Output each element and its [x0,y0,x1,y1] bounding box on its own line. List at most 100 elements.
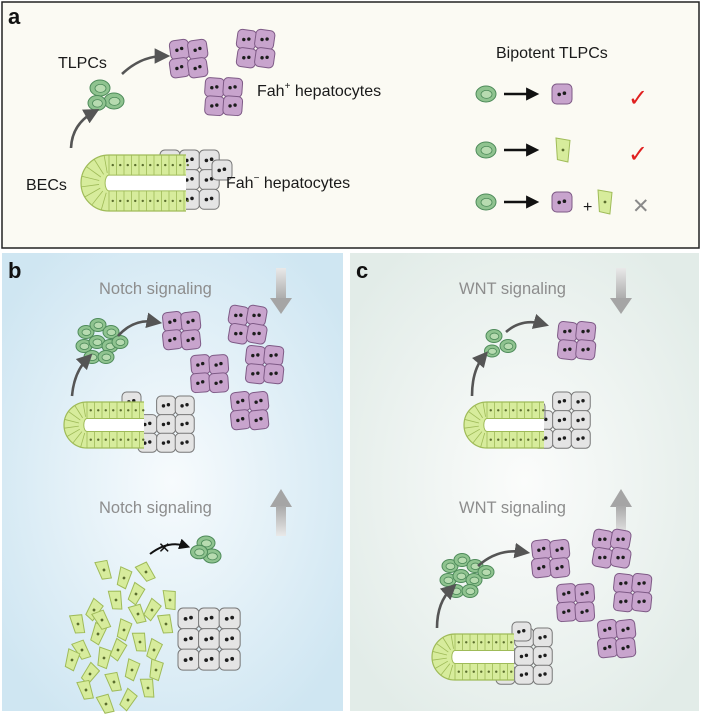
fah-plus-hepatocyte [551,83,573,105]
fah-minus-hepatocyte [198,188,220,210]
fah-plus-hepatocyte [556,583,577,604]
panel-b-bottom-diagram: ✕ [64,535,241,714]
fah-plus-hepatocyte [190,354,211,375]
becs-to-tlpcs-arrow [69,109,100,149]
fah-minus-hepatocyte [198,628,221,651]
becs-label: BECs [26,177,67,194]
fah-plus-hepatocyte [254,47,276,69]
fah-plus-hepatocyte [245,304,268,327]
outcome-3-mark: ✕ [632,194,650,218]
fah-plus-hepatocyte [245,345,266,366]
fah-minus-hepatocyte [532,664,553,685]
fah-plus-hepatocyte [609,546,632,569]
c-bot-becs-to-tlpcs-arrow [435,583,457,629]
fah-plus-hepatocyte [208,354,230,375]
fah-minus-hepatocyte [570,428,591,449]
bec-duct-tube [63,401,145,449]
scattered-bec-cell [68,614,86,634]
scattered-bec-cell [139,678,155,698]
fah-plus-hepatocyte [263,345,285,366]
scattered-bec-cell [85,597,104,622]
notch-signaling-bottom-label: Notch signaling [99,499,212,517]
fah-plus-hepatocyte [631,573,653,594]
fah-minus-hepatocyte [174,414,195,435]
panel-a-letter: a [8,4,21,29]
fah-minus-hepatocyte [211,159,233,181]
fah-minus-hepatocyte [198,648,221,671]
fah-plus-hepatocyte [227,322,250,345]
fah-plus-hepatocyte [575,321,597,342]
plus-sign: + [583,199,592,216]
tlpcs-to-hepatocytes-arrow [121,48,171,75]
fah-plus-hepatocyte [180,329,202,351]
b-top-tlpcs-to-hepatocytes-arrow [117,312,163,337]
fah-plus-hepatocyte [222,77,244,98]
panel-a-bec-duct [80,154,189,212]
fah-plus-hepatocyte [248,391,270,412]
panel-c-top-diagram [463,313,597,449]
fah-plus-hepatocyte [204,95,225,117]
panel-c-bottom-diagram [431,528,653,685]
fah-plus-hepatocyte [591,528,614,551]
fah-plus-hepatocyte [162,329,183,351]
scattered-bec-cell [555,137,571,163]
fah-minus-hepatocyte [218,607,241,630]
scattered-bec-cell [95,693,115,714]
b-blocked-mark: ✕ [158,539,171,557]
fah-minus-hepatocyte [198,607,221,630]
tlpcs-label: TLPCs [58,55,107,72]
fah-plus-hepatocyte [235,47,258,69]
bec-duct-tube [431,633,514,681]
wnt-increase-arrow [610,489,632,536]
fah-plus-hepatocyte [235,28,258,51]
scattered-bec-cell [109,637,128,662]
fah-minus-hepatocyte [532,627,553,648]
fah-plus-hepatocyte [187,57,209,79]
fah-plus-hepatocyte [248,409,270,431]
fah-plus-hepatocyte [613,591,634,613]
fah-plus-hepatocyte [631,591,653,613]
panel-c-letter: c [356,258,368,283]
fah-plus-hepatocyte [180,311,202,332]
fah-plus-hepatocyte [615,619,637,640]
outcome-1-mark: ✓ [628,84,648,112]
fah-plus-hepatocyte [597,619,618,640]
fah-plus-hepatocyte [230,409,251,431]
scattered-bec-cell [127,603,147,624]
fah-minus-hepatocyte [552,428,573,449]
wnt-signaling-top-label: WNT signaling [459,280,566,298]
fah-plus-hepatocyte [549,557,571,579]
fah-plus-hepatocyte [574,583,596,604]
fah-plus-hepatocyte [254,28,276,51]
c-top-becs-to-tlpcs-arrow [470,351,489,397]
fah-minus-label: Fah− hepatocytes [226,173,350,192]
notch-signaling-top-label: Notch signaling [99,280,212,298]
bipotent-outcome-row [475,137,571,163]
fah-minus-hepatocyte [177,648,200,671]
bipotent-tlpcs-title: Bipotent TLPCs [496,45,608,62]
outcome-2-mark: ✓ [628,140,648,168]
fah-plus-hepatocyte [168,38,191,61]
fah-minus-hepatocyte [514,664,535,685]
fah-plus-hepatocyte [227,304,250,327]
fah-plus-hepatocyte [245,363,266,385]
b-top-becs-to-tlpcs-arrow [70,353,93,397]
scattered-bec-cell [143,597,162,622]
fah-minus-hepatocyte [218,648,241,671]
panel-a-tlpc-cluster [87,79,125,111]
fah-minus-hepatocyte [156,414,177,435]
fah-plus-hepatocyte [557,339,578,361]
scattered-bec-cell [64,648,81,672]
fah-minus-hepatocyte [552,391,573,412]
scattered-bec-cell [127,581,146,606]
fah-minus-hepatocyte [174,395,195,416]
scattered-bec-cell [91,609,112,630]
panel-b-top-diagram [63,304,285,453]
fah-plus-hepatocyte [557,321,578,342]
notch-decrease-arrow [270,268,292,314]
fah-plus-hepatocyte [230,391,251,412]
fah-minus-hepatocyte [156,395,177,416]
bipotent-outcome-row [475,83,573,105]
fah-plus-hepatocyte [190,372,211,394]
scattered-bec-cell [119,687,138,712]
